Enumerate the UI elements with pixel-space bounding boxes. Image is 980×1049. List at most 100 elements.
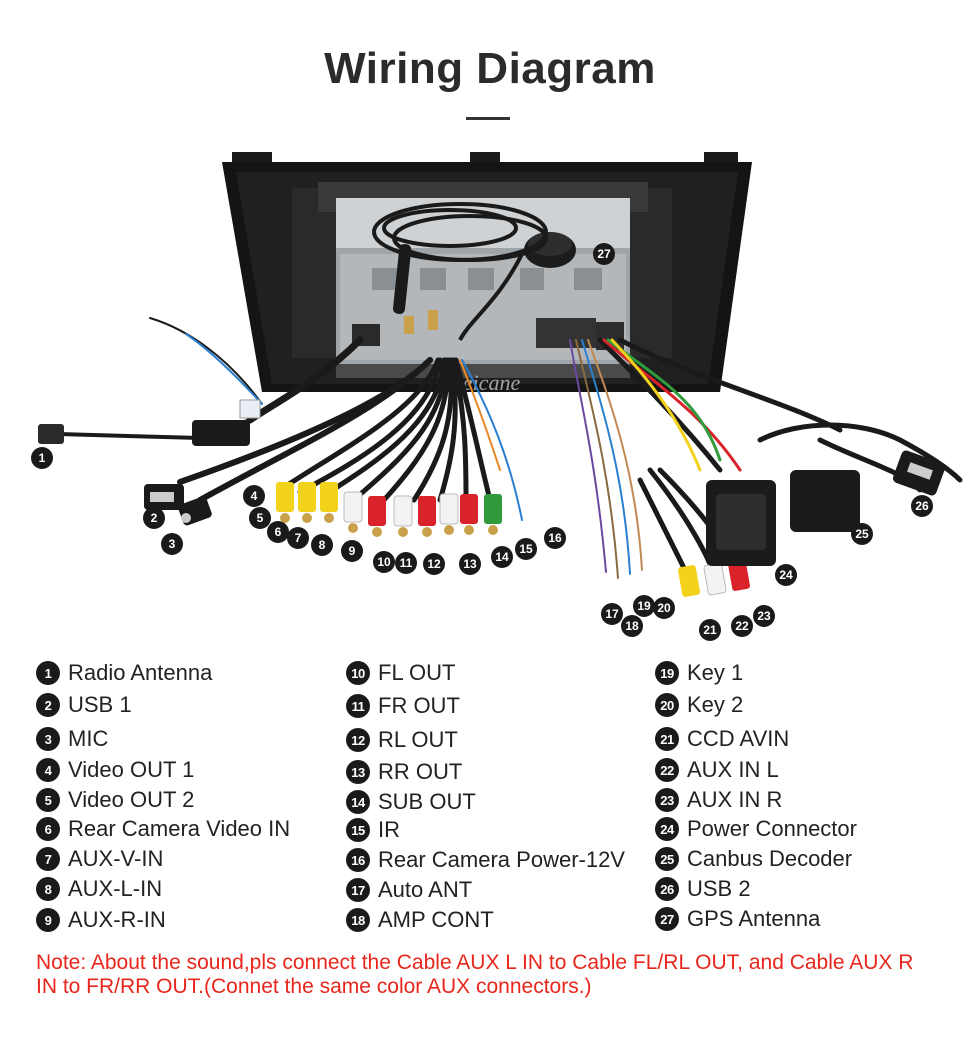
svg-text:19: 19 [637, 599, 651, 613]
svg-text:17: 17 [605, 607, 619, 621]
legend-label: FL OUT [378, 660, 456, 685]
rca-plugs [276, 482, 502, 537]
legend-number: 1 [36, 661, 60, 685]
legend-item: 6 Rear Camera Video IN [36, 814, 290, 844]
svg-text:2: 2 [151, 511, 158, 525]
callout-15: 15 [515, 538, 537, 560]
legend-number: 27 [655, 907, 679, 931]
svg-text:25: 25 [855, 527, 869, 541]
callout-27: 27 [593, 243, 615, 265]
legend-item: 9 AUX-R-IN [36, 905, 166, 935]
svg-text:13: 13 [463, 557, 477, 571]
svg-text:7: 7 [295, 531, 302, 545]
usb2-connector [892, 450, 946, 496]
legend-number: 3 [36, 727, 60, 751]
legend-label: Rear Camera Video IN [68, 816, 291, 841]
callout-23: 23 [753, 605, 775, 627]
svg-text:3: 3 [169, 537, 176, 551]
callout-badges: 1 2 3 4 5 6 7 8 9 10 11 12 13 14 15 16 1… [31, 243, 933, 641]
svg-text:9: 9 [349, 544, 356, 558]
legend-number: 23 [655, 788, 679, 812]
legend-label: AMP CONT [378, 907, 494, 932]
callout-2: 2 [143, 507, 165, 529]
legend-number: 24 [655, 817, 679, 841]
svg-text:11: 11 [400, 556, 413, 570]
legend-label: USB 2 [687, 876, 751, 901]
callout-13: 13 [459, 553, 481, 575]
legend-item: 20 Key 2 [655, 690, 743, 720]
metal-chassis: Seicane [336, 198, 630, 395]
legend-number: 9 [36, 908, 60, 932]
callout-6: 6 [267, 521, 289, 543]
page-title: Wiring Diagram [324, 44, 656, 93]
callout-18: 18 [621, 615, 643, 637]
legend-label: FR OUT [378, 693, 460, 718]
legend-number: 22 [655, 758, 679, 782]
legend-number: 19 [655, 661, 679, 685]
svg-text:21: 21 [703, 623, 717, 637]
legend-label: Key 2 [687, 692, 744, 717]
legend-label: AUX IN R [687, 787, 783, 812]
legend-label: AUX-L-IN [68, 876, 163, 901]
legend-number: 2 [36, 693, 60, 717]
svg-text:16: 16 [548, 531, 562, 545]
callout-19: 19 [633, 595, 655, 617]
legend-number: 6 [36, 817, 60, 841]
canbus-decoder [790, 470, 860, 532]
callout-26: 26 [911, 495, 933, 517]
legend-label: Canbus Decoder [687, 846, 853, 871]
legend-number: 16 [346, 848, 370, 872]
legend-label: RL OUT [378, 727, 458, 752]
cable-bundle-right [569, 337, 963, 583]
callout-20: 20 [653, 597, 675, 619]
radio-antenna-connector [38, 399, 261, 446]
legend-label: RR OUT [378, 759, 463, 784]
callout-9: 9 [341, 540, 363, 562]
legend-number: 10 [346, 661, 370, 685]
legend-number: 26 [655, 877, 679, 901]
legend-item: 11 FR OUT [346, 691, 460, 721]
gps-antenna [372, 202, 576, 341]
legend-number: 20 [655, 693, 679, 717]
callout-8: 8 [311, 534, 333, 556]
legend-number: 14 [346, 790, 370, 814]
wiring-diagram-illustration: Seicane [31, 152, 963, 641]
legend-label: Radio Antenna [68, 660, 213, 685]
legend-item: 23 AUX IN R [655, 785, 782, 815]
svg-text:14: 14 [495, 550, 509, 564]
callout-21: 21 [699, 619, 721, 641]
svg-text:23: 23 [757, 609, 771, 623]
legend-number: 7 [36, 847, 60, 871]
svg-text:18: 18 [625, 619, 639, 633]
legend-number: 21 [655, 727, 679, 751]
legend-number: 15 [346, 818, 370, 842]
legend-number: 18 [346, 908, 370, 932]
legend-label: Power Connector [687, 816, 857, 841]
svg-text:6: 6 [275, 525, 282, 539]
legend-label: GPS Antenna [687, 906, 821, 931]
legend-label: Auto ANT [378, 877, 473, 902]
legend-item: 18 AMP CONT [346, 905, 494, 935]
svg-text:10: 10 [377, 555, 391, 569]
callout-14: 14 [491, 546, 513, 568]
power-connector [706, 480, 776, 566]
svg-text:15: 15 [519, 542, 533, 556]
legend-item: 8 AUX-L-IN [36, 874, 162, 904]
legend-number: 8 [36, 877, 60, 901]
legend-item: 27 GPS Antenna [655, 904, 820, 934]
callout-12: 12 [423, 553, 445, 575]
legend-item: 1 Radio Antenna [36, 658, 212, 688]
usb1-mic-connectors [144, 484, 212, 526]
legend-number: 4 [36, 758, 60, 782]
legend-label: AUX-R-IN [68, 907, 166, 932]
legend-number: 11 [346, 694, 370, 718]
